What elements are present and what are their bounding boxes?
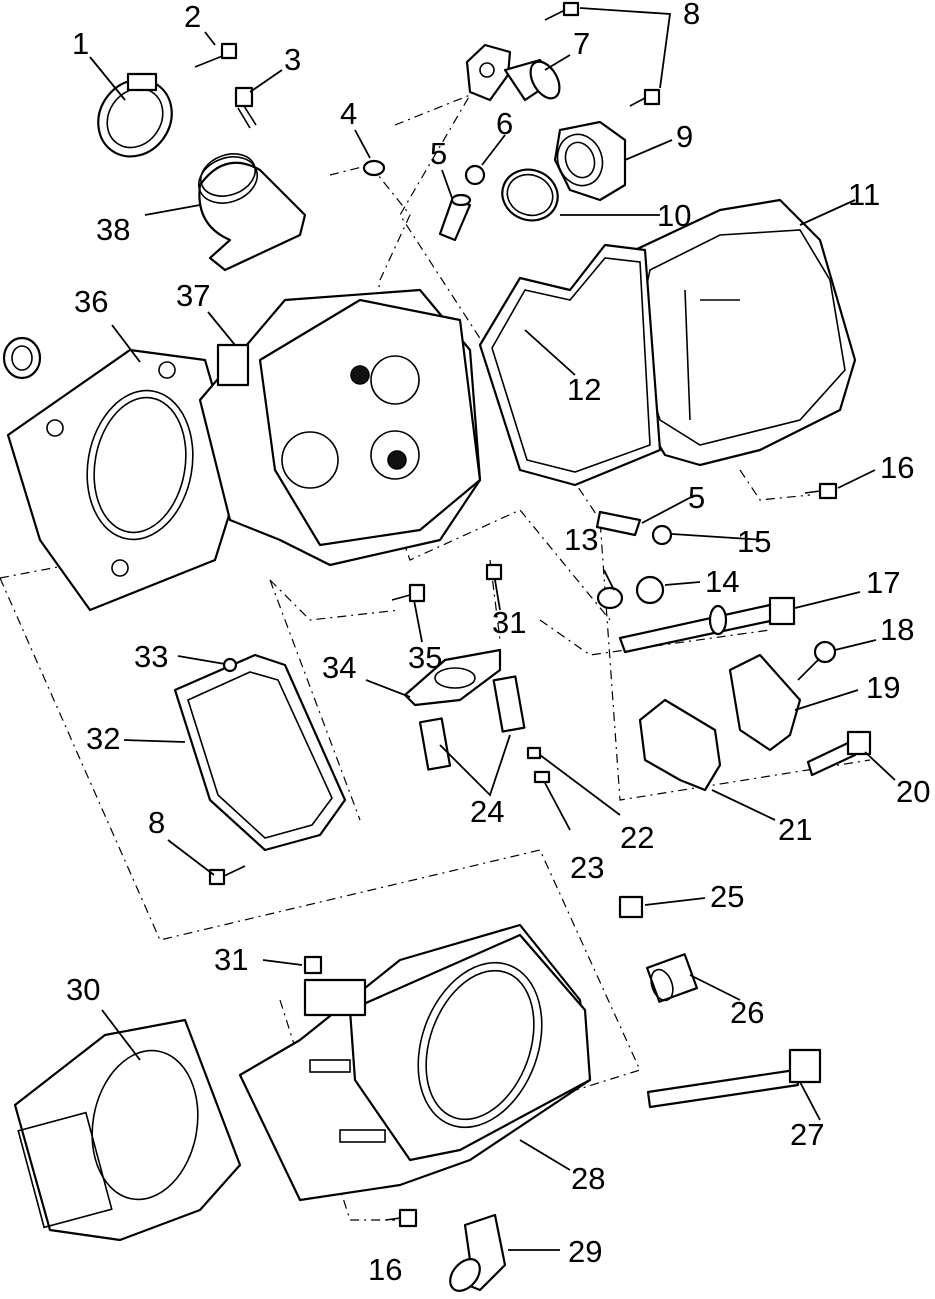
callout-28: 28 bbox=[571, 1161, 605, 1196]
callout-29: 29 bbox=[568, 1234, 602, 1269]
dowel-25 bbox=[618, 895, 644, 919]
valve-cover-gasket bbox=[478, 243, 662, 487]
seal bbox=[2, 336, 42, 380]
callout-31-lower: 31 bbox=[214, 942, 248, 977]
callout-17: 17 bbox=[866, 565, 900, 600]
callout-25: 25 bbox=[710, 879, 744, 914]
callout-5-upper: 5 bbox=[430, 136, 447, 171]
head-bolt bbox=[234, 86, 257, 129]
plug-14 bbox=[635, 575, 665, 605]
callout-32: 32 bbox=[86, 721, 120, 756]
seal-13 bbox=[596, 586, 624, 610]
bolt-35 bbox=[391, 583, 426, 603]
cylinder-head bbox=[198, 288, 482, 567]
callout-5-lower: 5 bbox=[688, 480, 705, 515]
callout-33: 33 bbox=[134, 639, 168, 674]
fitting-screws bbox=[544, 1, 661, 107]
callout-4: 4 bbox=[340, 96, 357, 131]
callout-31-upper: 31 bbox=[492, 605, 526, 640]
callout-16-upper: 16 bbox=[880, 450, 914, 485]
callout-6: 6 bbox=[496, 106, 513, 141]
clamp-screw bbox=[194, 42, 238, 68]
callout-24: 24 bbox=[470, 794, 504, 829]
hose-clamp bbox=[97, 72, 173, 158]
bolt-16-lower bbox=[385, 1208, 418, 1228]
callout-16-lower: 16 bbox=[368, 1252, 402, 1287]
callout-13: 13 bbox=[564, 522, 598, 557]
long-stud-17 bbox=[618, 596, 796, 654]
cam-bracket-19 bbox=[728, 653, 802, 752]
cover-screw bbox=[208, 865, 246, 886]
cam-bracket-21 bbox=[638, 698, 722, 792]
leader-lines bbox=[89, 7, 896, 1251]
dowel-pin bbox=[362, 159, 386, 177]
callout-38: 38 bbox=[96, 212, 130, 247]
callout-labels: 1 2 3 4 5 6 7 8 9 10 11 12 5 13 14 15 16… bbox=[66, 0, 930, 1287]
callout-8-lower: 8 bbox=[148, 805, 165, 840]
callout-10: 10 bbox=[657, 198, 691, 233]
water-fitting-26 bbox=[645, 953, 699, 1003]
thermostat-housing bbox=[553, 120, 627, 202]
callout-9: 9 bbox=[676, 119, 693, 154]
cylinder bbox=[238, 923, 592, 1202]
cam-cover bbox=[173, 653, 347, 852]
head-gasket bbox=[6, 348, 242, 612]
callout-26: 26 bbox=[730, 995, 764, 1030]
water-outlet-fitting bbox=[465, 43, 561, 102]
intake-boot bbox=[198, 153, 307, 272]
callout-19: 19 bbox=[866, 670, 900, 705]
callout-30: 30 bbox=[66, 972, 100, 1007]
callout-18: 18 bbox=[880, 612, 914, 647]
callout-20: 20 bbox=[896, 774, 930, 809]
nut bbox=[464, 164, 486, 186]
cover-screw-33 bbox=[222, 657, 238, 673]
callout-7: 7 bbox=[573, 26, 590, 61]
valve-guide bbox=[438, 193, 472, 242]
long-stud-27 bbox=[646, 1048, 822, 1109]
base-gasket bbox=[13, 1018, 242, 1242]
dowel-31-upper bbox=[485, 563, 503, 581]
water-elbow bbox=[449, 1213, 507, 1292]
valve-keeper bbox=[526, 746, 542, 760]
callout-3: 3 bbox=[284, 42, 301, 77]
callout-35: 35 bbox=[408, 640, 442, 675]
bolt-16-upper bbox=[804, 482, 838, 500]
callout-14: 14 bbox=[705, 564, 739, 599]
callout-21: 21 bbox=[778, 812, 812, 847]
callout-11: 11 bbox=[848, 177, 880, 212]
callout-36: 36 bbox=[74, 284, 108, 319]
callout-34: 34 bbox=[322, 650, 356, 685]
callout-12: 12 bbox=[567, 372, 601, 407]
callout-2: 2 bbox=[184, 0, 201, 34]
callout-15: 15 bbox=[737, 524, 771, 559]
nut-15 bbox=[651, 524, 673, 546]
valve-retainer bbox=[533, 770, 551, 784]
bolt-20 bbox=[806, 730, 872, 777]
valve-springs bbox=[418, 675, 526, 771]
o-ring bbox=[501, 168, 559, 222]
valve-guide-lower bbox=[595, 510, 642, 537]
callout-1: 1 bbox=[72, 26, 89, 61]
dowel-31-lower bbox=[303, 955, 323, 975]
callout-8-upper: 8 bbox=[683, 0, 700, 31]
intake-gasket bbox=[403, 648, 502, 707]
callout-22: 22 bbox=[620, 820, 654, 855]
callout-37: 37 bbox=[176, 278, 210, 313]
callout-23: 23 bbox=[570, 850, 604, 885]
callout-27: 27 bbox=[790, 1117, 824, 1152]
bolt-18 bbox=[797, 640, 837, 681]
